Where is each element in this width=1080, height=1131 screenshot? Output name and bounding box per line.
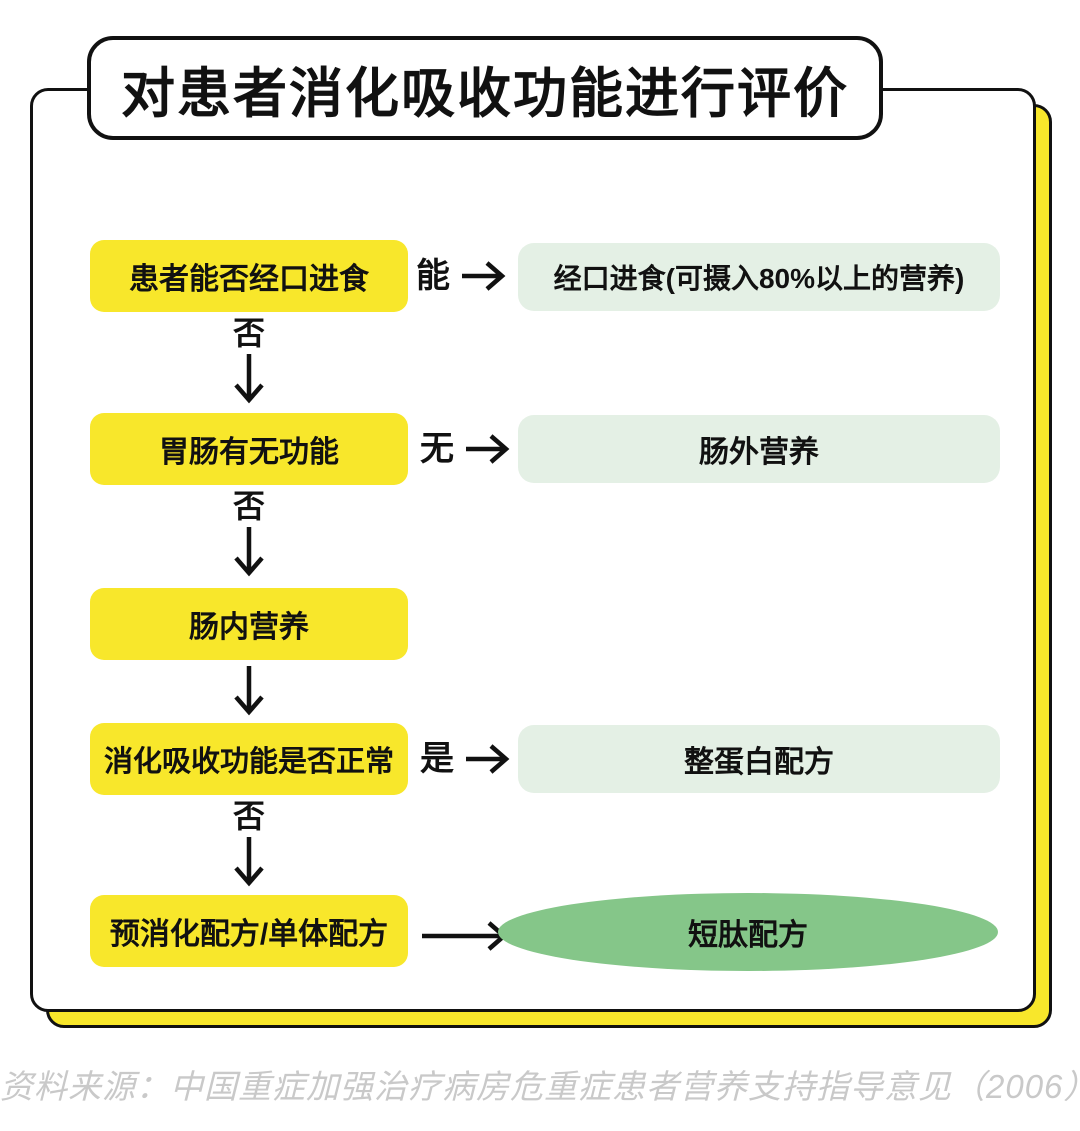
arrow-down-icon xyxy=(234,666,264,716)
node-enteral-nutrition: 肠内营养 xyxy=(90,588,408,660)
edge-label: 能 xyxy=(416,257,450,295)
main-card xyxy=(30,88,1036,1012)
edge-label: 是 xyxy=(420,740,454,778)
node-label: 肠内营养 xyxy=(189,611,309,644)
node-label: 消化吸收功能是否正常 xyxy=(103,746,394,778)
connector-label: 否 xyxy=(232,315,265,351)
title-box: 对患者消化吸收功能进行评价 xyxy=(87,36,883,140)
node-question-digestion-normal: 消化吸收功能是否正常 xyxy=(90,723,408,795)
node-question-gi-function: 胃肠有无功能 xyxy=(90,413,408,485)
node-label: 肠外营养 xyxy=(699,436,819,469)
arrow-down-icon xyxy=(234,527,264,577)
node-result-whole-protein-formula: 整蛋白配方 xyxy=(518,725,1000,793)
arrow-right-icon xyxy=(462,261,506,291)
connector-no-2: 否 xyxy=(199,487,299,581)
node-result-oral-feeding: 经口进食(可摄入80%以上的营养) xyxy=(518,243,1000,311)
node-label: 患者能否经口进食 xyxy=(129,263,369,296)
node-label: 短肽配方 xyxy=(688,919,808,952)
node-result-parenteral-nutrition: 肠外营养 xyxy=(518,415,1000,483)
node-result-short-peptide-formula: 短肽配方 xyxy=(498,893,998,971)
connector-no-1: 否 xyxy=(199,314,299,408)
page-title: 对患者消化吸收功能进行评价 xyxy=(121,63,849,124)
edge-yes: 是 xyxy=(420,737,512,781)
arrow-right-icon xyxy=(466,434,510,464)
edge-none: 无 xyxy=(420,427,512,471)
node-label: 经口进食(可摄入80%以上的营养) xyxy=(553,263,965,294)
arrow-right-icon xyxy=(466,744,510,774)
node-label: 整蛋白配方 xyxy=(684,746,834,779)
node-predigested-formula: 预消化配方/单体配方 xyxy=(90,895,408,967)
edge-label: 无 xyxy=(420,430,454,468)
connector-3 xyxy=(199,664,299,720)
edge-able: 能 xyxy=(416,254,508,298)
arrow-down-icon xyxy=(234,837,264,887)
connector-label: 否 xyxy=(232,488,265,524)
source-note: 资料来源：中国重症加强治疗病房危重症患者营养支持指导意见（2006） xyxy=(0,1068,1080,1105)
node-label: 胃肠有无功能 xyxy=(159,436,339,469)
node-label: 预消化配方/单体配方 xyxy=(109,918,389,951)
edge-to-short-peptide xyxy=(420,914,512,958)
node-question-oral-intake: 患者能否经口进食 xyxy=(90,240,408,312)
arrow-right-long-icon xyxy=(422,921,508,951)
connector-no-4: 否 xyxy=(199,797,299,891)
connector-label: 否 xyxy=(232,798,265,834)
arrow-down-icon xyxy=(234,354,264,404)
